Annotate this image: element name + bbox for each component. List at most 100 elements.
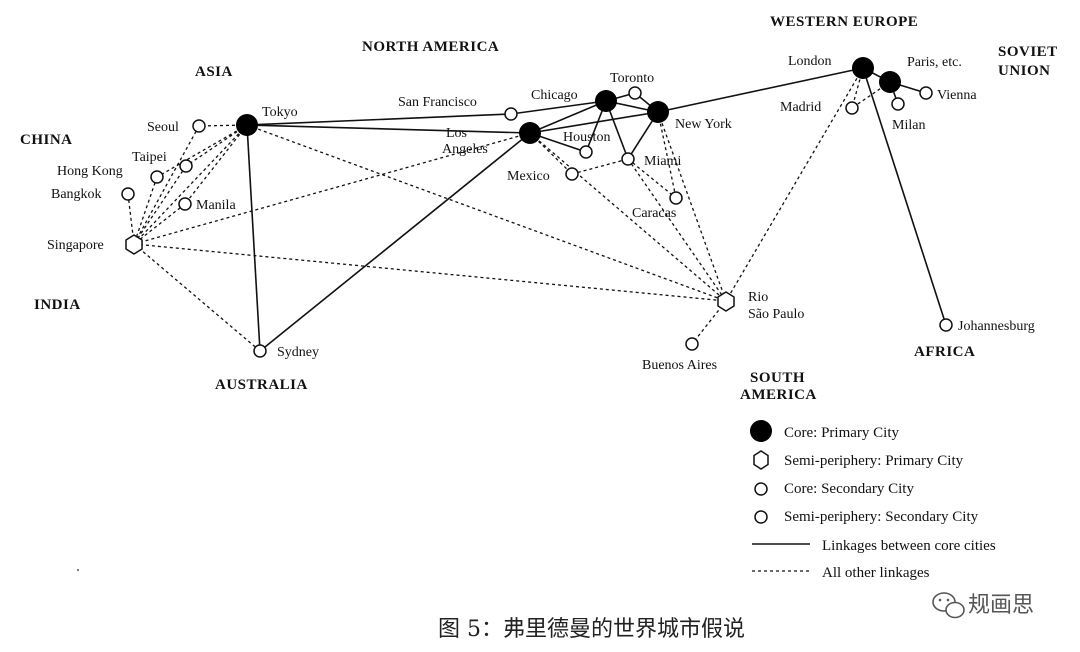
link-losangeles-sydney: [259, 132, 531, 352]
label-los-angeles-line2: Angeles: [442, 142, 488, 157]
legend-dashed-line-label: All other linkages: [822, 565, 930, 581]
legend-core-secondary-symbol: [754, 482, 768, 496]
node-hong-kong: [150, 170, 164, 184]
link-london-johannesburg: [862, 67, 947, 326]
node-bangkok: [121, 187, 135, 201]
region-australia: AUSTRALIA: [215, 377, 308, 393]
label-houston: Houston: [563, 130, 610, 145]
region-china: CHINA: [20, 132, 73, 148]
region-south-america-line1: SOUTH: [750, 370, 805, 386]
node-johannesburg: [939, 318, 953, 332]
node-taipei: [179, 159, 193, 173]
label-mexico: Mexico: [507, 169, 550, 184]
link-miami-rio: [627, 158, 727, 302]
core-primary-nodes: [236, 57, 901, 144]
link-taipei-singapore: [133, 165, 187, 245]
node-rio: [717, 291, 735, 312]
link-singapore-sydney: [133, 243, 261, 352]
link-singapore-rio: [133, 243, 727, 302]
label-singapore: Singapore: [47, 238, 104, 253]
label-taipei: Taipei: [132, 150, 167, 165]
legend-core-secondary-label: Core: Secondary City: [784, 481, 914, 497]
link-london-newyork: [657, 67, 864, 113]
link-manila-singapore: [133, 203, 186, 245]
link-tokyo-hongkong: [156, 124, 248, 178]
link-losangeles-mexico: [529, 132, 573, 175]
node-tokyo: [236, 114, 258, 136]
region-africa: AFRICA: [914, 344, 975, 360]
node-los-angeles: [519, 122, 541, 144]
stray-dot: [77, 569, 79, 571]
link-mexico-miami: [571, 158, 629, 175]
node-toronto: [628, 86, 642, 100]
label-sydney: Sydney: [277, 345, 319, 360]
label-sao-paulo: São Paulo: [748, 307, 804, 322]
wechat-icon: [932, 592, 965, 619]
node-vienna: [919, 86, 933, 100]
link-losangeles-rio: [529, 132, 727, 302]
node-milan: [891, 97, 905, 111]
legend-solid-line-label: Linkages between core cities: [822, 538, 996, 554]
node-san-francisco: [504, 107, 518, 121]
region-labels: WESTERN EUROPE NORTH AMERICA SOVIET UNIO…: [20, 14, 1058, 403]
legend-core-primary-label: Core: Primary City: [784, 425, 899, 441]
label-hong-kong: Hong Kong: [57, 164, 123, 179]
link-bangkok-singapore: [127, 193, 135, 245]
label-chicago: Chicago: [531, 88, 578, 103]
link-tokyo-singapore: [133, 124, 248, 245]
region-north-america: NORTH AMERICA: [362, 39, 499, 55]
node-caracas: [669, 191, 683, 205]
label-caracas: Caracas: [632, 206, 676, 221]
label-vienna: Vienna: [937, 88, 977, 103]
legend-semi-secondary-symbol: [754, 510, 768, 524]
region-soviet-union-line1: SOVIET: [998, 44, 1058, 60]
label-madrid: Madrid: [780, 100, 821, 115]
label-san-francisco: San Francisco: [398, 95, 477, 110]
watermark-text: 规画思: [968, 593, 1034, 618]
link-miami-caracas: [627, 158, 677, 199]
node-seoul: [192, 119, 206, 133]
link-seoul-singapore: [133, 125, 200, 245]
link-hongkong-singapore: [133, 176, 158, 245]
region-soviet-union-line2: UNION: [998, 63, 1051, 79]
link-newyork-caracas: [657, 111, 677, 199]
other-linkages: [127, 67, 891, 352]
node-singapore: [125, 234, 143, 255]
node-new-york: [647, 101, 669, 123]
node-paris: [879, 71, 901, 93]
label-los-angeles-line1: Los: [446, 126, 467, 141]
legend-core-primary-symbol: [750, 420, 772, 442]
label-bangkok: Bangkok: [51, 187, 102, 202]
label-miami: Miami: [644, 154, 681, 169]
label-toronto: Toronto: [610, 71, 654, 86]
label-milan: Milan: [892, 118, 925, 133]
label-rio: Rio: [748, 290, 768, 305]
watermark: 规画思: [932, 592, 1034, 619]
label-paris: Paris, etc.: [907, 55, 962, 70]
link-tokyo-losangeles: [246, 124, 531, 134]
link-newyork-losangeles: [529, 111, 659, 134]
label-london: London: [788, 54, 832, 69]
region-western-europe: WESTERN EUROPE: [770, 14, 918, 30]
link-tokyo-manila: [184, 124, 248, 205]
legend-semi-secondary-label: Semi-periphery: Secondary City: [784, 509, 979, 525]
label-new-york: New York: [675, 117, 732, 132]
link-tokyo-sydney: [246, 124, 261, 352]
label-tokyo: Tokyo: [262, 105, 298, 120]
node-miami: [621, 152, 635, 166]
label-seoul: Seoul: [147, 120, 179, 135]
node-chicago: [595, 90, 617, 112]
link-singapore-losangeles: [133, 132, 531, 245]
node-manila: [178, 197, 192, 211]
core-linkages: [246, 67, 947, 352]
link-chicago-sanfrancisco: [510, 100, 607, 115]
region-india: INDIA: [34, 297, 81, 313]
node-buenos-aires: [685, 337, 699, 351]
node-madrid: [845, 101, 859, 115]
secondary-nodes: [121, 86, 953, 358]
legend-semi-primary-symbol: [753, 450, 769, 470]
region-south-america-line2: AMERICA: [740, 387, 817, 403]
city-labels: London Paris, etc. Vienna Madrid Milan T…: [47, 54, 1035, 373]
region-asia: ASIA: [195, 64, 233, 80]
